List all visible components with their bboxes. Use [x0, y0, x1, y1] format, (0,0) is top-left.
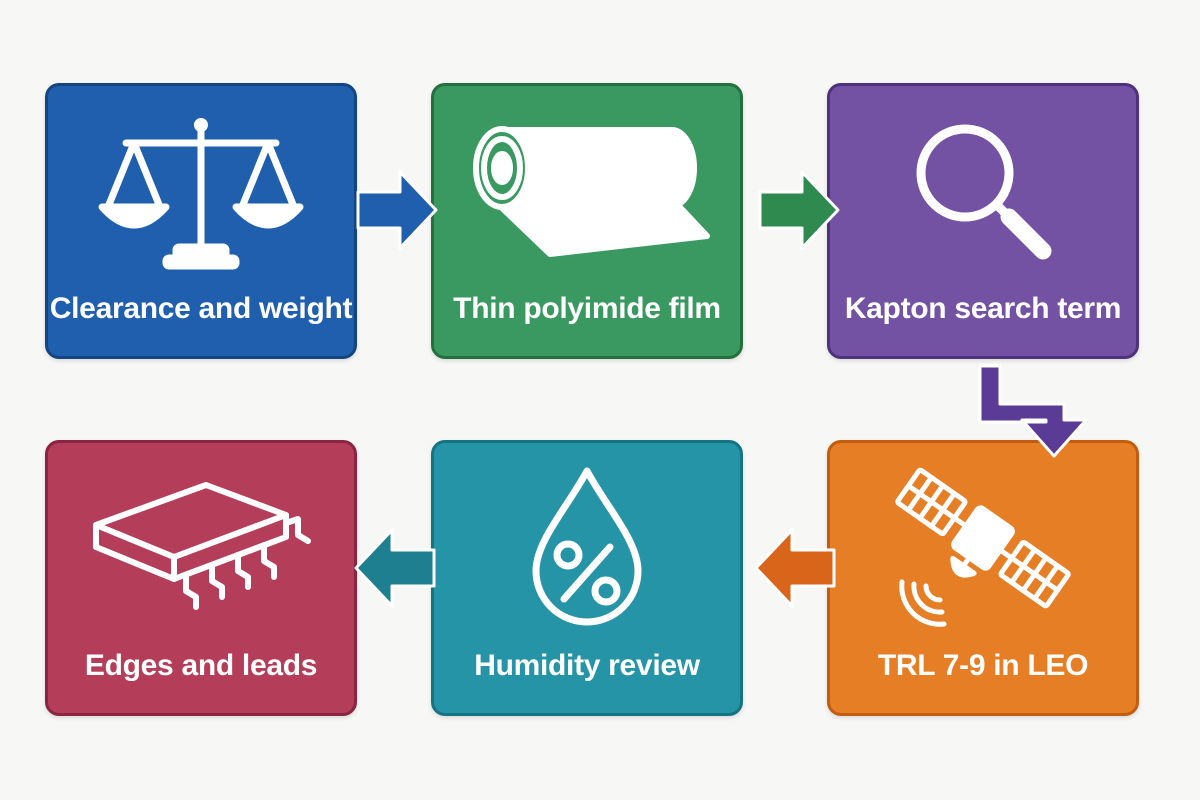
step-label: TRL 7-9 in LEO — [877, 649, 1089, 682]
satellite-icon — [830, 463, 1136, 633]
step-label: Clearance and weight — [49, 292, 353, 325]
step-label: Humidity review — [474, 649, 700, 682]
step-label: Thin polyimide film — [453, 292, 721, 325]
arrow-left-icon — [754, 528, 836, 608]
chip-icon — [48, 463, 354, 633]
step-card-clearance: Clearance and weight — [45, 83, 357, 359]
arrow-right-icon — [758, 170, 840, 250]
arrow-right-icon — [356, 170, 438, 250]
scale-icon — [48, 106, 354, 276]
arrow-left-icon — [354, 528, 436, 608]
step-card-edges: Edges and leads — [45, 440, 357, 716]
step-label: Kapton search term — [844, 292, 1122, 325]
step-card-humidity: Humidity review — [431, 440, 743, 716]
arrow-bent-down-icon — [978, 364, 1088, 458]
step-card-search: Kapton search term — [827, 83, 1139, 359]
humidity-drop-icon — [434, 463, 740, 633]
step-card-trl: TRL 7-9 in LEO — [827, 440, 1139, 716]
magnifier-icon — [830, 106, 1136, 276]
step-card-film: Thin polyimide film — [431, 83, 743, 359]
step-label: Edges and leads — [84, 649, 318, 682]
film-roll-icon — [434, 106, 740, 276]
